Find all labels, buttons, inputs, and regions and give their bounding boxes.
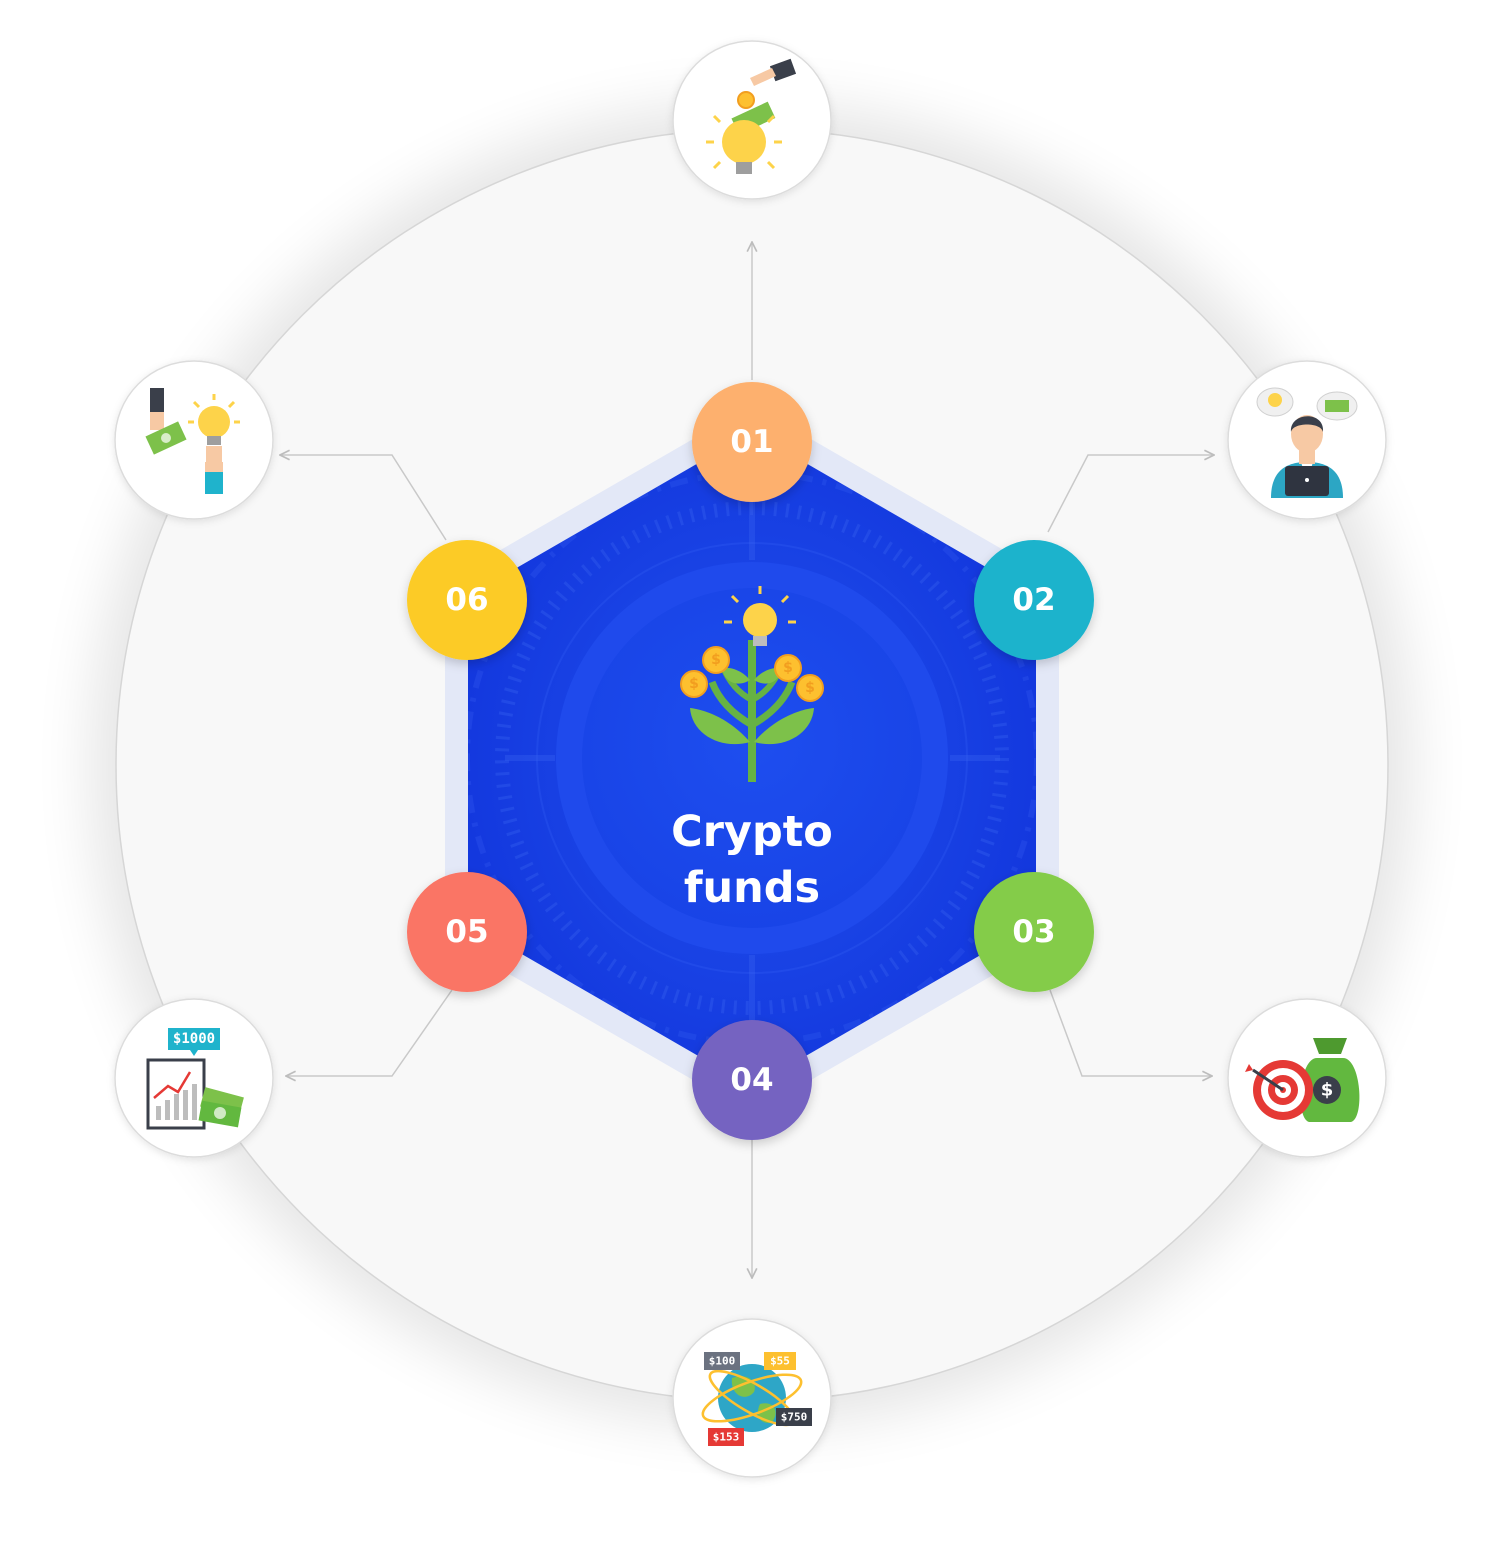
badge-06-circle [407, 540, 527, 660]
step-badge-05[interactable]: 05 [407, 872, 527, 992]
svg-text:$750: $750 [781, 1411, 808, 1424]
cash-for-idea-exchange-icon [145, 388, 240, 494]
step-icon-01[interactable] [672, 40, 832, 200]
chart-price-tag: $1000 [168, 1028, 220, 1056]
step-badge-01[interactable]: 01 [692, 382, 812, 502]
step-badge-03[interactable]: 03 [974, 872, 1094, 992]
svg-text:$100: $100 [709, 1355, 736, 1368]
badge-03-circle [974, 872, 1094, 992]
step-icon-02[interactable] [1227, 360, 1387, 520]
badge-01-circle [692, 382, 812, 502]
price-tag-153: $153 [708, 1428, 744, 1446]
badge-01-label: 01 [730, 424, 773, 460]
svg-text:$: $ [1321, 1080, 1334, 1101]
connector-03 [1049, 989, 1212, 1076]
svg-text:$: $ [711, 652, 721, 668]
badge-04-label: 04 [730, 1062, 773, 1098]
svg-text:$: $ [783, 660, 793, 676]
badge-03-label: 03 [1012, 914, 1055, 950]
globe-prices-icon: $100 $55 $750 $153 [701, 1352, 812, 1446]
step-icon-04[interactable]: $100 $55 $750 $153 [672, 1318, 832, 1478]
svg-text:$: $ [689, 676, 699, 692]
badge-06-label: 06 [445, 582, 488, 618]
coin-into-lightbulb-icon [706, 58, 797, 174]
badge-04-circle [692, 1020, 812, 1140]
badge-05-circle [407, 872, 527, 992]
center-title-line2: funds [684, 863, 820, 913]
connector-02 [1047, 455, 1214, 533]
growth-chart-cash-icon: $1000 [146, 1028, 244, 1130]
badge-02-label: 02 [1012, 582, 1055, 618]
step-badge-04[interactable]: 04 [692, 1020, 812, 1140]
connector-05 [286, 989, 453, 1076]
businessman-laptop-ideas-icon [1256, 387, 1358, 498]
price-tag-55: $55 [764, 1352, 796, 1370]
svg-text:$55: $55 [770, 1355, 790, 1368]
center-title-line1: Crypto [671, 807, 833, 857]
connector-06 [280, 455, 447, 541]
badge-02-circle [974, 540, 1094, 660]
svg-text:$1000: $1000 [173, 1031, 215, 1047]
target-money-bag-icon: $ [1245, 1038, 1360, 1122]
step-icon-05[interactable]: $1000 [114, 998, 274, 1158]
icon-06-circle [114, 360, 274, 520]
money-tree-icon: $ $ $ $ [680, 586, 824, 782]
step-badge-06[interactable]: 06 [407, 540, 527, 660]
price-tag-100: $100 [704, 1352, 740, 1370]
connectors [280, 242, 1214, 1278]
price-tag-750: $750 [776, 1408, 812, 1426]
svg-text:$153: $153 [713, 1431, 740, 1444]
svg-text:$: $ [805, 680, 815, 696]
badge-05-label: 05 [445, 914, 488, 950]
step-icon-03[interactable]: $ [1227, 998, 1387, 1158]
step-badge-02[interactable]: 02 [974, 540, 1094, 660]
step-icon-06[interactable] [114, 360, 274, 520]
